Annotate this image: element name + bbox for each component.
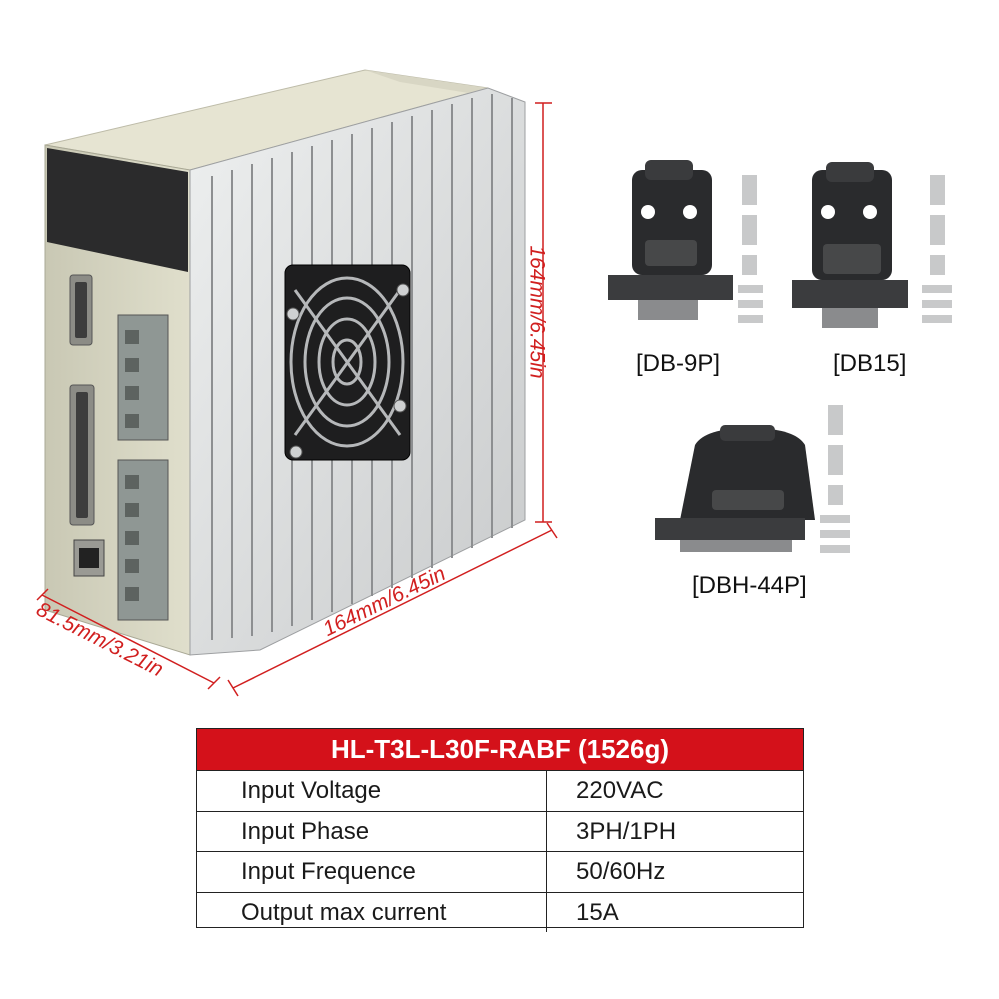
spec-key: Output max current xyxy=(197,892,547,932)
spec-row: Input Voltage 220VAC xyxy=(197,771,803,812)
db15-connector-shell xyxy=(792,162,952,328)
dimension-lines xyxy=(36,102,558,697)
dbh44-connector-shell xyxy=(655,405,850,553)
spec-row: Output max current 15A xyxy=(197,892,803,932)
spec-value: 50/60Hz xyxy=(576,858,666,885)
spec-key: Input Frequence xyxy=(197,852,547,892)
height-dimension-label: 164mm/6.45in xyxy=(525,245,549,379)
spec-key: Input Voltage xyxy=(197,771,547,811)
db15-caption: [DB15] xyxy=(833,350,907,377)
spec-value: 3PH/1PH xyxy=(576,817,677,845)
spec-table: HL-T3L-L30F-RABF (1526g) Input Voltage 2… xyxy=(196,728,804,932)
spec-table-title: HL-T3L-L30F-RABF (1526g) xyxy=(197,729,803,771)
cooling-fan xyxy=(284,264,411,461)
dbh44-caption: [DBH-44P] xyxy=(692,572,807,599)
spec-row: Input Phase 3PH/1PH xyxy=(197,811,803,852)
drive-front-panel xyxy=(44,144,191,656)
db9-caption: [DB-9P] xyxy=(636,350,721,377)
db9-connector-shell xyxy=(608,160,763,323)
spec-row: Input Frequence 50/60Hz xyxy=(197,852,803,893)
spec-key: Input Phase xyxy=(197,811,547,851)
spec-value: 220VAC xyxy=(576,777,664,804)
spec-value: 15A xyxy=(576,898,619,926)
